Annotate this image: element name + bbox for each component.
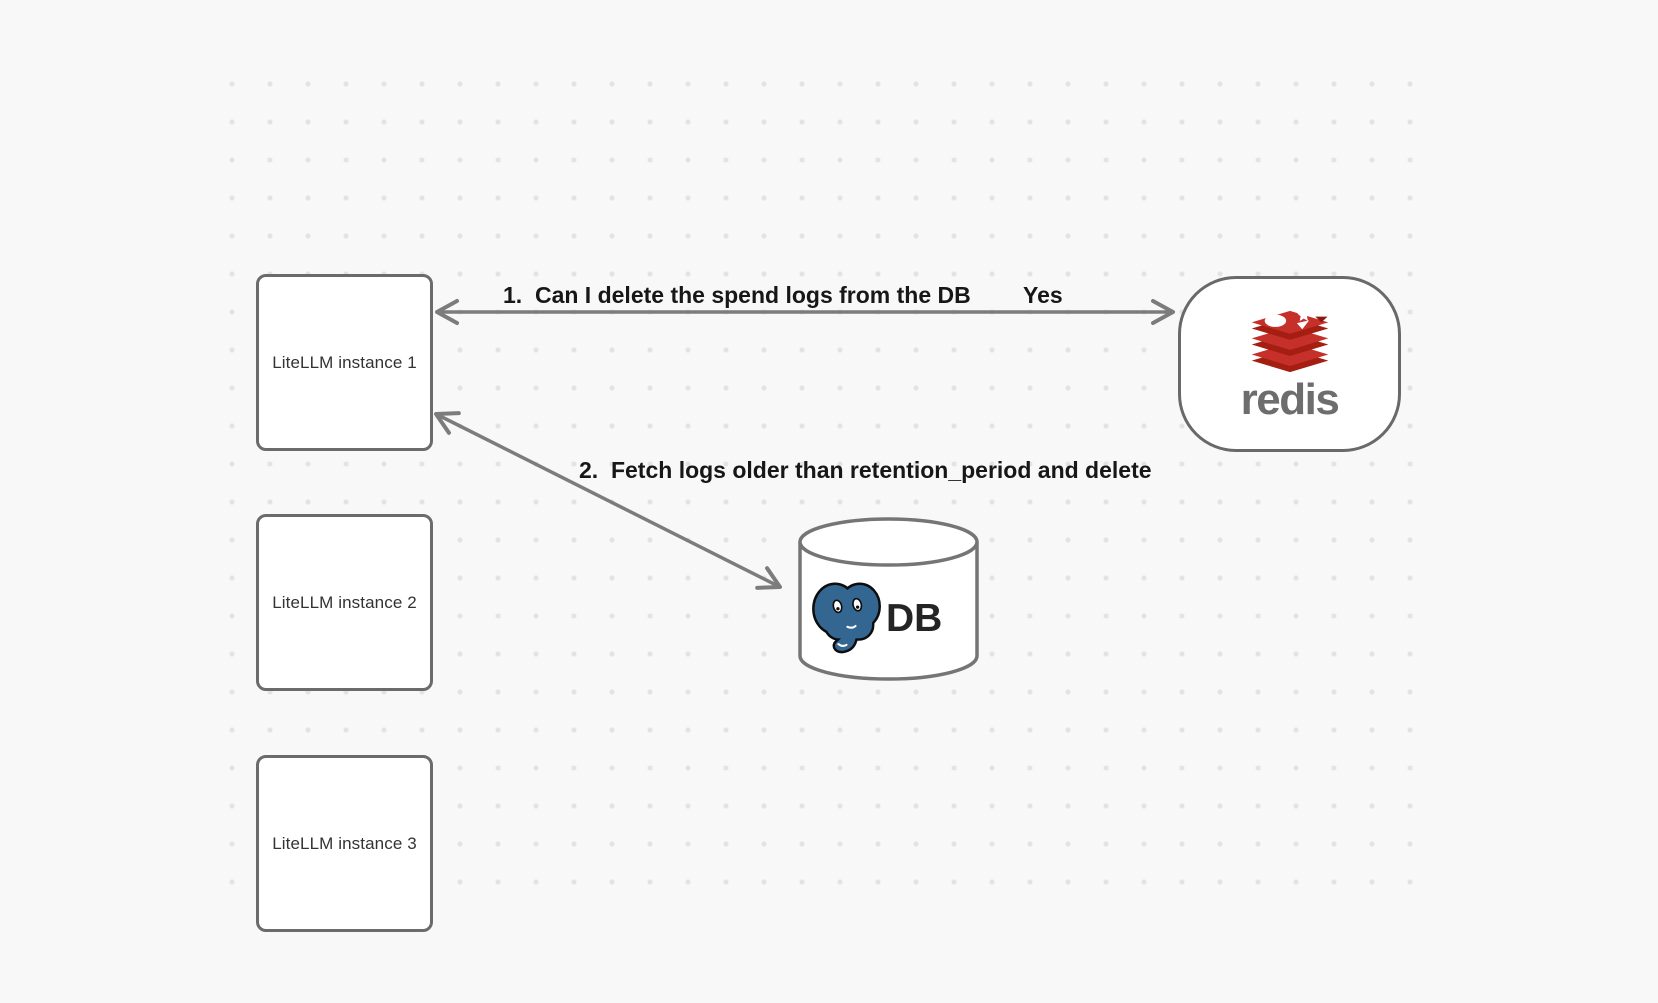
node-redis[interactable]: redis	[1178, 276, 1401, 452]
node-litellm-instance-2[interactable]: LiteLLM instance 2	[256, 514, 433, 691]
node-litellm-instance-3[interactable]: LiteLLM instance 3	[256, 755, 433, 932]
node-litellm-instance-2-label: LiteLLM instance 2	[272, 592, 417, 612]
node-litellm-instance-1-label: LiteLLM instance 1	[272, 352, 417, 372]
edge-db-fetch-label: 2. Fetch logs older than retention_perio…	[579, 457, 1152, 483]
edge-instance1-to-db[interactable]	[434, 411, 782, 590]
node-litellm-instance-1[interactable]: LiteLLM instance 1	[256, 274, 433, 451]
redis-logo-icon	[1251, 308, 1328, 372]
edge-redis-query-label: 1. Can I delete the spend logs from the …	[503, 282, 971, 308]
node-db-label: DB	[886, 597, 943, 640]
edge-redis-query-reply: Yes	[1023, 282, 1063, 308]
node-litellm-instance-3-label: LiteLLM instance 3	[272, 833, 417, 853]
node-redis-label: redis	[1240, 374, 1340, 424]
postgresql-logo-icon	[812, 582, 881, 654]
